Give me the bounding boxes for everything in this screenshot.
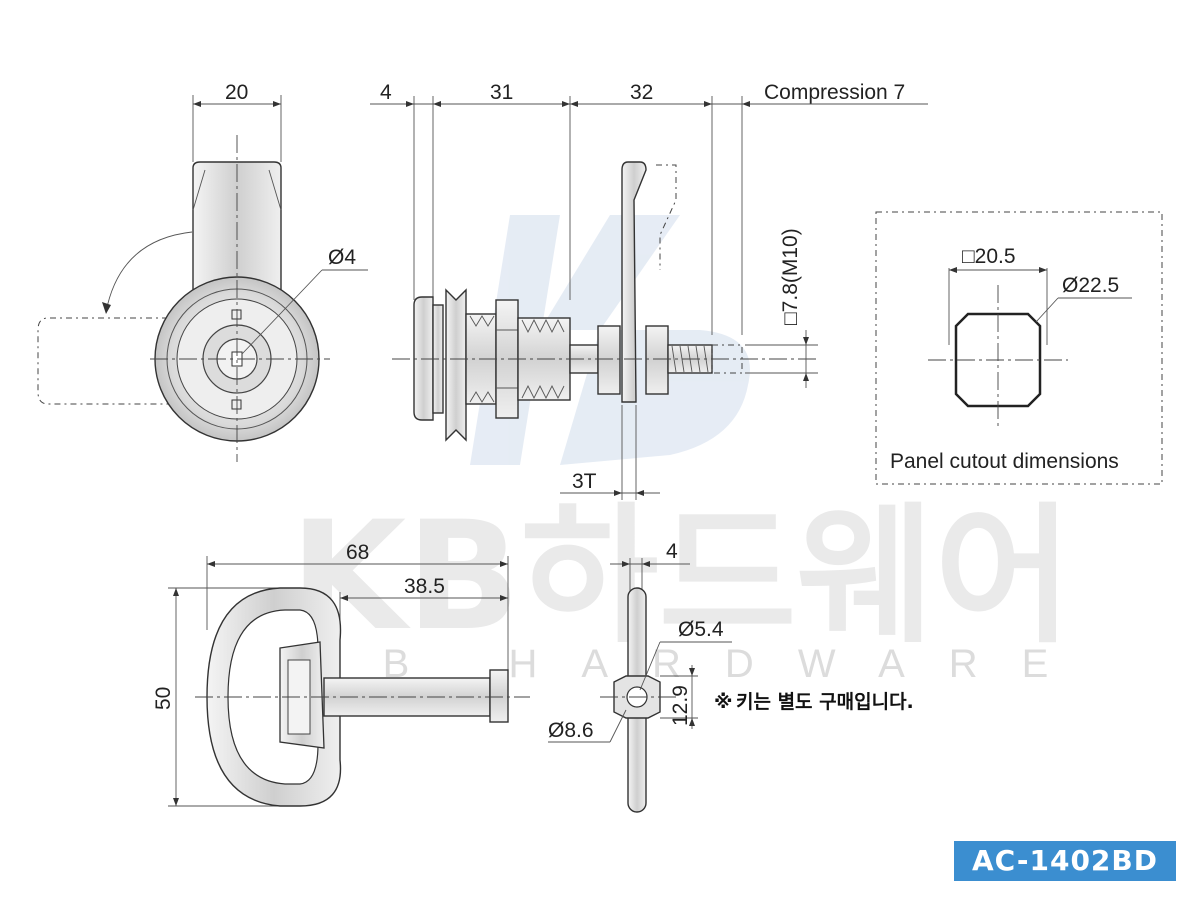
dim-key-width: 12.9 [669,685,692,726]
dim-thickness: 3T [572,470,597,493]
purchase-note: ※ 키는 별도 구매입니다. [714,691,914,713]
dim-cutout-square: □20.5 [962,245,1016,268]
dim-key-tip: 4 [666,540,678,563]
dim-key-d1: Ø5.4 [678,618,724,641]
dim-key-height: 50 [152,687,175,710]
dim-key-hole: Ø4 [328,246,356,269]
dim-side-c: 32 [630,81,653,104]
front-view: 20 Ø4 [37,81,368,462]
dim-front-width: 20 [225,81,248,104]
dim-key-d2: Ø8.6 [548,719,594,742]
dim-side-a: 4 [380,81,392,104]
panel-cutout: □20.5 Ø22.5 Panel cutout dimensions [875,211,1163,485]
note-text: 키는 별도 구매입니다. [736,691,914,713]
dim-cutout-dia: Ø22.5 [1062,274,1119,297]
side-view: 4 31 32 Compression 7 [370,81,928,500]
note-mark: ※ [714,691,732,713]
dim-shaft: □7.8(M10) [779,228,802,325]
model-badge: AC-1402BD [954,841,1176,881]
dim-compression: Compression 7 [764,81,905,104]
key-view: 68 38.5 50 [152,541,530,807]
dim-side-b: 31 [490,81,513,104]
dim-key-shaft: 38.5 [404,575,445,598]
dim-key-length: 68 [346,541,369,564]
watermark-title: KB하드웨어 [290,490,1073,664]
cutout-caption: Panel cutout dimensions [890,450,1119,473]
key-end-view: 4 12.9 Ø5.4 Ø8.6 [548,540,732,813]
